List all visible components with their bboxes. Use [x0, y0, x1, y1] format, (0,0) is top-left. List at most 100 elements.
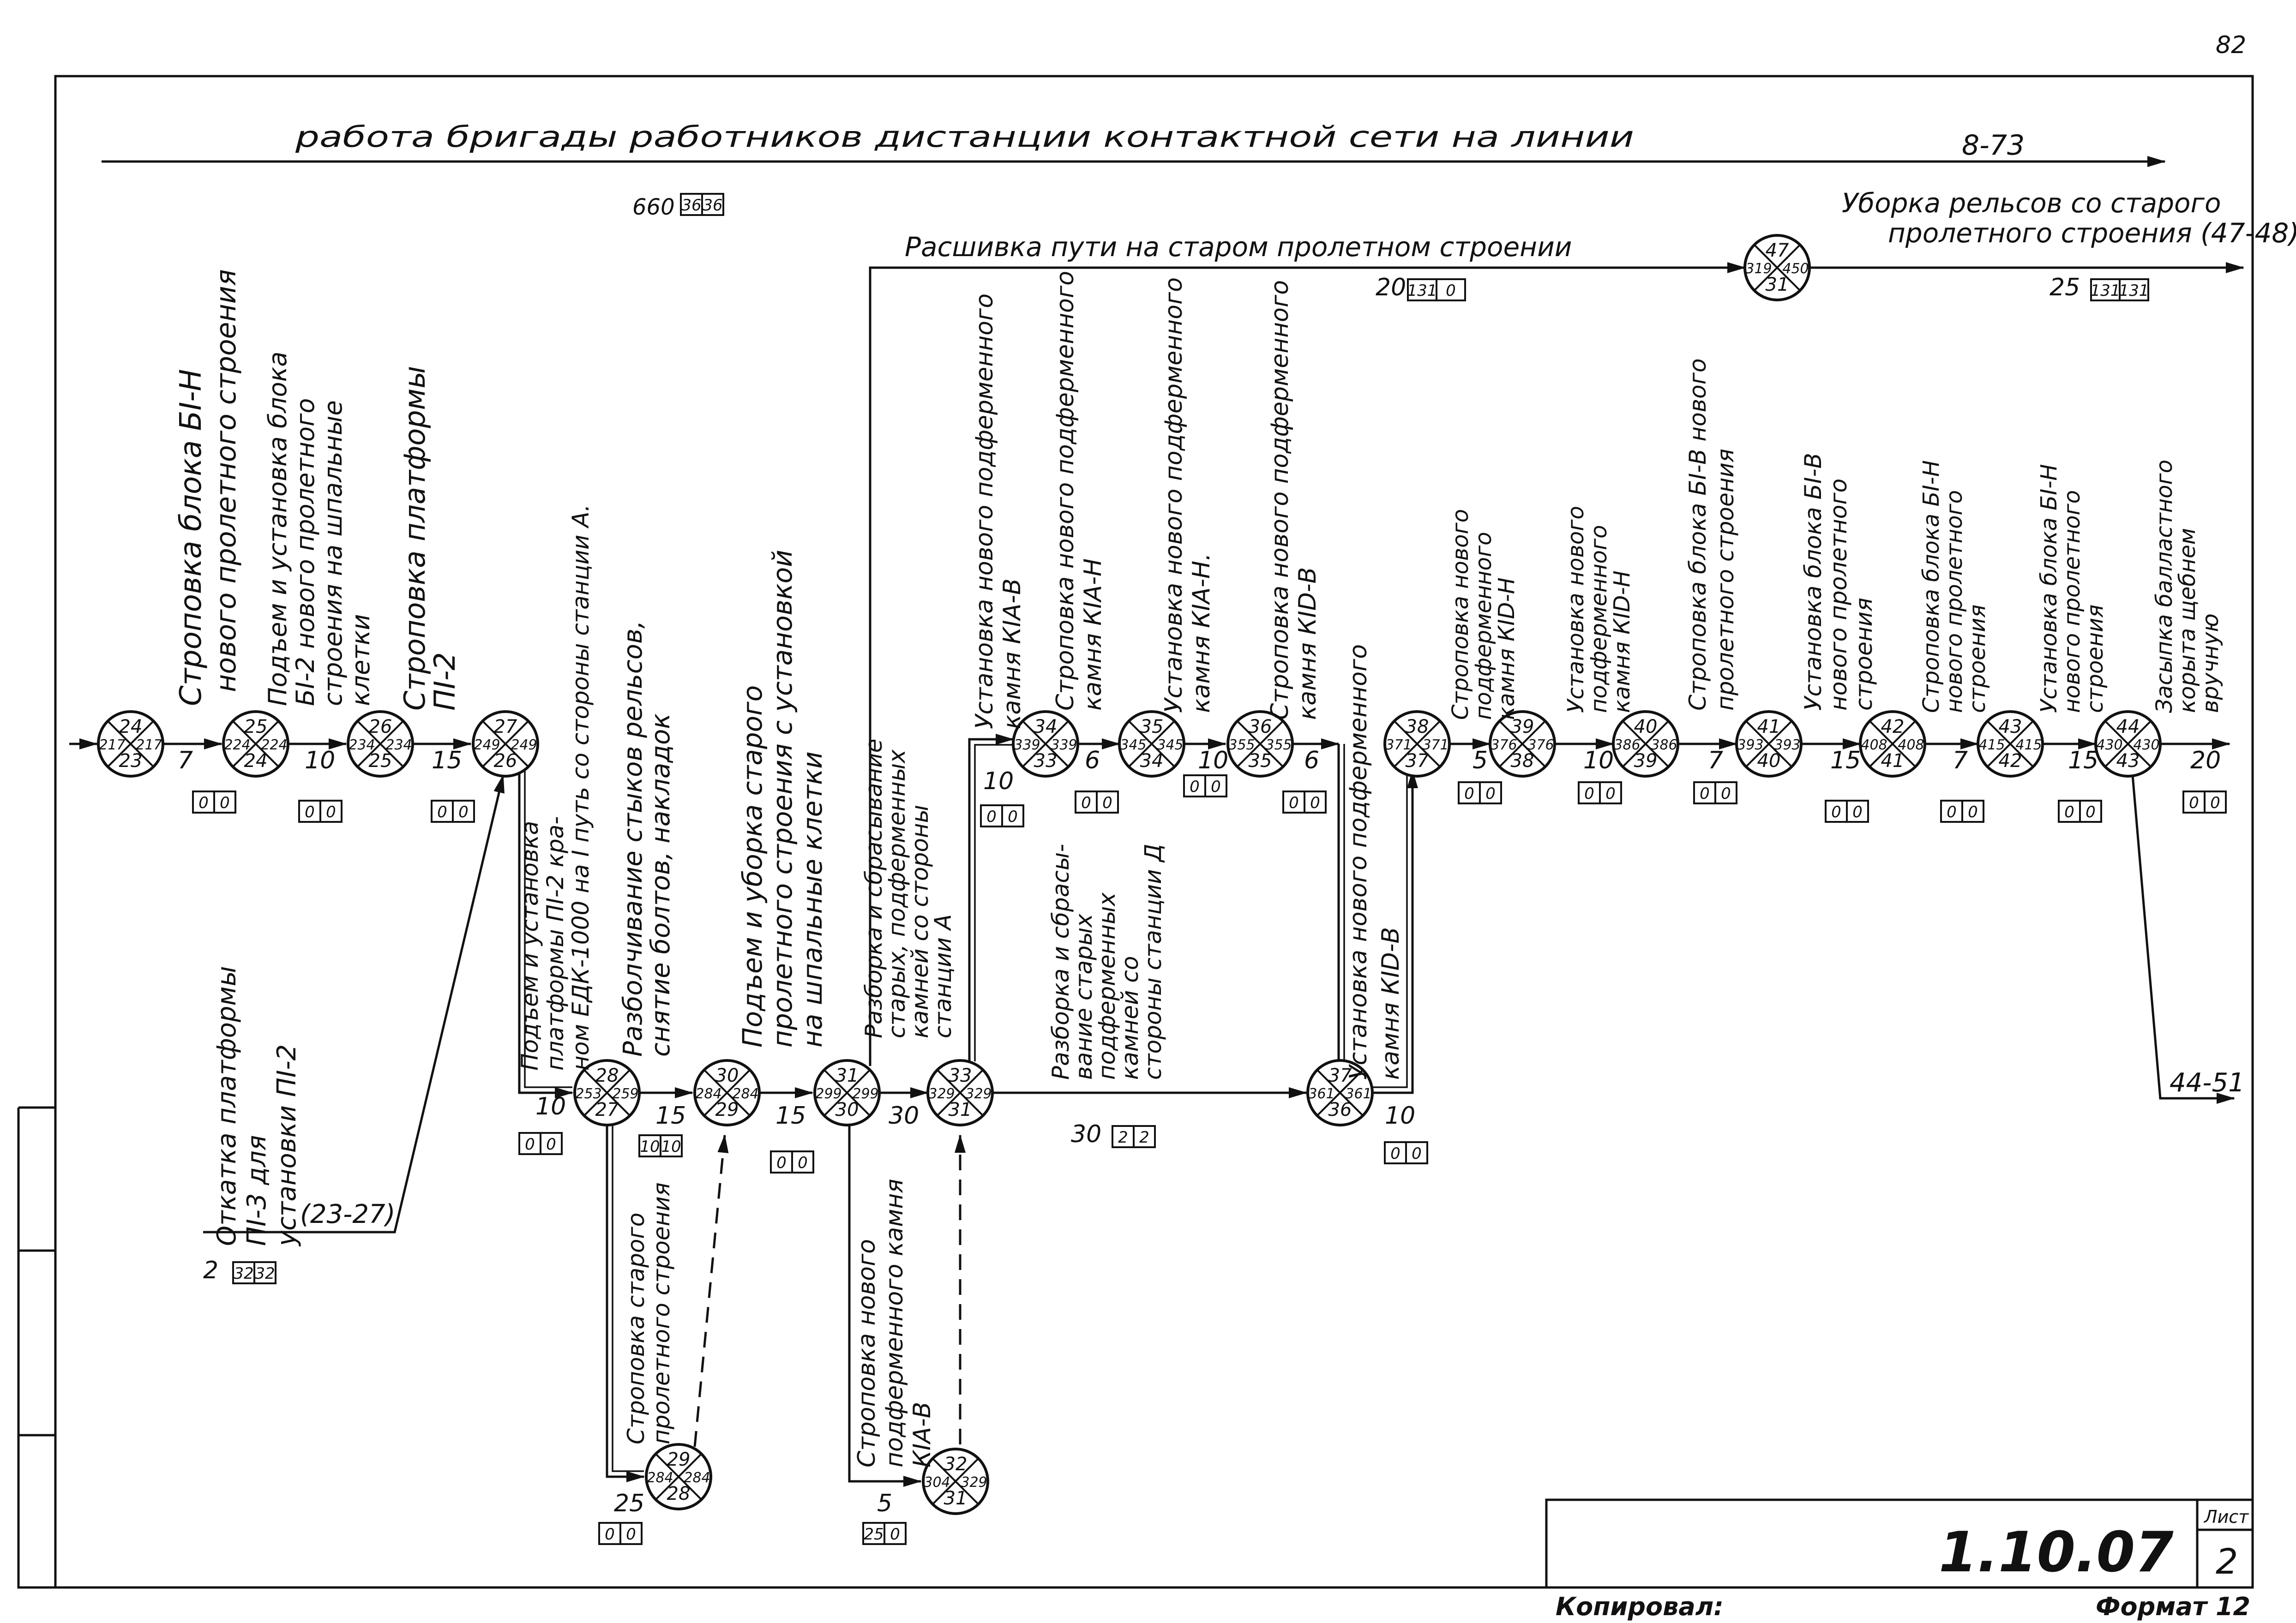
format-label: Формат 12 [2096, 1592, 2250, 1621]
node-number-top: 35 [1140, 716, 1164, 737]
reserve-value: 0 [1310, 794, 1320, 812]
node-number-right: 376 [1527, 737, 1554, 753]
node-number-bottom: 30 [835, 1099, 859, 1120]
duration: 7 [178, 747, 193, 774]
task-26: 44-51 [2170, 1068, 2245, 1098]
reserve-value: 0 [1412, 1144, 1422, 1163]
duration: 15 [655, 1102, 686, 1130]
node-number-top: 44 [2116, 716, 2140, 737]
task-18c: строения [2082, 605, 2108, 713]
node-number-bottom: 31 [944, 1488, 968, 1509]
reserve-value: 0 [1485, 785, 1496, 803]
task-16c: строения [1851, 598, 1877, 711]
task-13a: Строповка нового [1448, 509, 1473, 720]
page-number: 82 [2216, 31, 2246, 59]
node-divider [583, 1069, 631, 1116]
duration: 10 [535, 1093, 566, 1120]
node-divider [1869, 720, 1916, 767]
reserve-value: 25 [864, 1525, 884, 1544]
reserve-box [1405, 1141, 1428, 1164]
node-number-right: 234 [385, 737, 412, 753]
node-number-bottom: 33 [1034, 750, 1058, 772]
task-25a: Уборка рельсов со старого [1842, 187, 2221, 219]
reserve-value: 0 [220, 794, 230, 812]
reserve-value: 0 [1700, 785, 1710, 803]
node-number-bottom: 43 [2116, 750, 2140, 772]
node-number-top: 39 [1511, 716, 1534, 737]
node-number-top: 26 [369, 716, 392, 737]
node-divider [482, 720, 529, 767]
node-divider [1987, 720, 2034, 767]
node-number-left: 386 [1614, 737, 1640, 753]
node-number-top: 30 [715, 1065, 739, 1086]
reserve-value: 10 [640, 1138, 660, 1156]
top-title: работа бригады работников дистанции конт… [295, 120, 1634, 154]
node-divider [357, 720, 404, 767]
duration: 6 [1304, 747, 1319, 774]
node-number-left: 284 [695, 1086, 721, 1102]
task-16b: нового пролетного [1825, 479, 1852, 711]
node-number-top: 38 [1406, 716, 1429, 737]
node-number-right: 249 [511, 737, 537, 753]
reserve-value: 0 [798, 1154, 808, 1172]
node-divider [932, 1458, 979, 1505]
duration: 7 [1708, 747, 1723, 774]
node-number-top: 31 [835, 1065, 859, 1086]
node-number-bottom: 24 [244, 750, 268, 772]
reserve-value: 0 [2189, 794, 2199, 812]
node-number-top: 24 [119, 716, 143, 737]
task-1b: нового пролетного строения [210, 269, 242, 692]
reserve-box [2090, 278, 2121, 301]
node-number-right: 408 [1898, 737, 1924, 753]
node-number-top: 34 [1034, 716, 1058, 737]
reserve-value: 2 [1118, 1128, 1128, 1147]
reserve-box [2079, 800, 2102, 823]
node-number-right: 386 [1651, 737, 1677, 753]
node-number-bottom: 27 [595, 1099, 619, 1120]
node-divider [823, 1069, 871, 1116]
reserve-value: 0 [326, 803, 336, 821]
reserve-box [1096, 791, 1119, 814]
node-divider [1754, 244, 1801, 291]
node-number-top: 43 [1999, 716, 2022, 737]
task-18a: Установка блока БI-Н [2036, 464, 2062, 713]
task-23d: (23-27) [300, 1199, 395, 1229]
reserve-box [213, 791, 236, 814]
node-number-right: 415 [2015, 737, 2042, 753]
reserve-value: 0 [1852, 803, 1863, 821]
durations: 7 10 15 10 15 15 30 10 6 10 6 10 5 10 7 … [178, 274, 2221, 1517]
reserve-value: 32 [234, 1264, 253, 1283]
node-number-right: 284 [732, 1086, 758, 1102]
reserve-box [1112, 1125, 1135, 1148]
sheet-label: Лист [2203, 1507, 2249, 1527]
reserve-value: 0 [305, 803, 315, 821]
task-12b: камня КID-В [1377, 927, 1405, 1080]
task-7b: старых, подферменных [884, 749, 910, 1038]
task-23a: Откатка платформы [212, 966, 242, 1246]
node-divider [1128, 720, 1175, 767]
duration: 7 [1953, 747, 1968, 774]
reserve-box [518, 1132, 541, 1155]
task-9b: камня КIА-Н [1079, 558, 1107, 711]
task-5b: снятие болтов, накладок [646, 713, 676, 1057]
node-number-bottom: 31 [949, 1099, 972, 1120]
node-divider [1394, 720, 1441, 767]
task-4c: ном ЕДК-1000 на I путь со стороны станци… [567, 504, 594, 1071]
node-divider [655, 1453, 702, 1500]
reserve-box [2119, 278, 2149, 301]
task-labels: Строповка блока БI-Н нового пролетного с… [174, 187, 2296, 1467]
task-3b: ПI-2 [428, 652, 462, 711]
duration: 10 [1198, 747, 1228, 774]
task-22c: КIА-В [908, 1402, 936, 1467]
node-number-left: 304 [924, 1474, 950, 1491]
